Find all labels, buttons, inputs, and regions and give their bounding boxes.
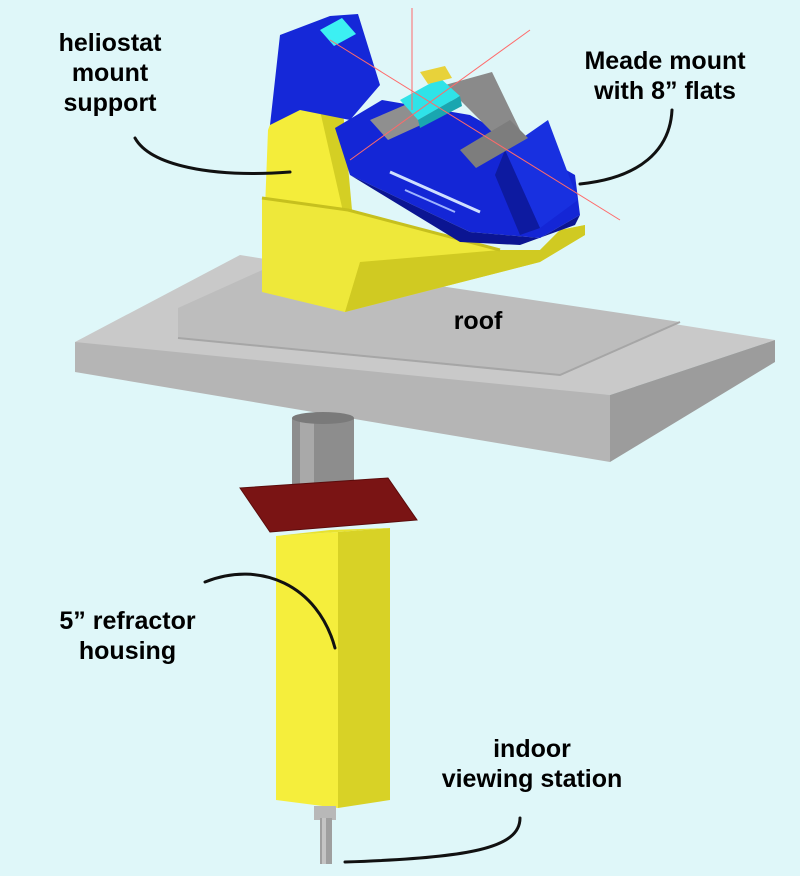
mirror-cap [420,66,452,84]
flat-mirror-top [320,18,356,46]
flat-mirror-main [400,78,460,120]
label-heliostat-line1: heliostat [58,29,162,57]
leader-heliostat [133,136,292,175]
leader-indoor [343,816,522,864]
refractor-housing [276,528,390,808]
label-refractor-line1: 5” refractor [59,607,196,635]
collar-plate [239,477,418,533]
housing-side [338,528,390,808]
label-meade-mount: Meade mount with 8” flats [560,46,770,106]
housing-top [276,528,390,536]
leader-lines [133,108,674,864]
support-base-front [262,198,585,312]
meade-mount [270,14,580,245]
label-meade-line1: Meade mount [584,47,746,75]
optical-axis-1 [329,39,621,221]
mount-back-panel [270,14,380,125]
label-refractor-line2: housing [78,637,177,665]
label-roof: roof [438,306,518,336]
label-heliostat-line3: support [63,89,157,117]
label-meade-line2: with 8” flats [594,77,736,105]
fork-arm-right [460,120,528,168]
mount-right-wedge [505,120,578,228]
roof-front-face [75,342,610,462]
label-roof-text: roof [453,307,503,335]
label-indoor-viewing-station: indoor viewing station [418,734,646,794]
leader-refractor [203,572,337,650]
eyepiece-collar [314,806,336,820]
label-refractor-housing: 5” refractor housing [40,606,215,666]
flat-mirror-assembly [320,8,621,221]
roof-side-face [610,340,775,462]
mount-right-wedge-shade [495,150,540,235]
flat-mirror-main-shade [418,96,462,128]
label-heliostat-line2: mount [71,59,149,87]
support-base-edge [261,196,501,252]
label-indoor-line1: indoor [493,735,571,763]
leader-meade [578,108,674,186]
eyepiece [314,806,336,864]
eyepiece-highlight [322,818,326,864]
optical-axis-3 [349,29,531,161]
support-base-shade [345,225,585,312]
mount-slot-2 [404,189,456,213]
roof-raised-plate-edge [177,321,681,377]
label-indoor-line2: viewing station [441,765,623,793]
mount-slot [389,170,481,214]
pipe-top [292,412,354,424]
housing-front [276,532,338,808]
label-heliostat-mount-support: heliostat mount support [40,28,180,118]
mount-deck-shade [350,175,580,245]
